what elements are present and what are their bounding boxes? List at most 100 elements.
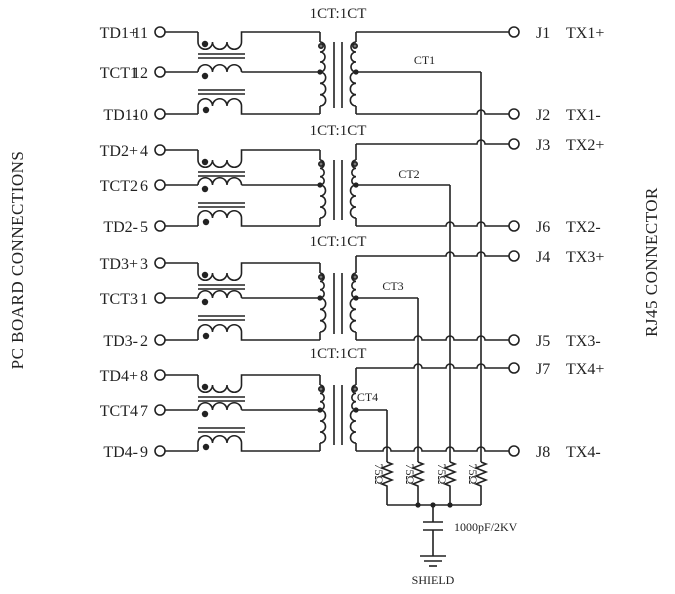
rj45-pin: J6 xyxy=(536,219,550,236)
center-tap-label: CT4 xyxy=(357,390,378,404)
pc-pin-number: 5 xyxy=(140,219,148,236)
termination-resistor xyxy=(410,461,426,505)
polarity-dot xyxy=(201,271,209,279)
secondary-winding-lower xyxy=(349,297,357,333)
secondary-winding-lower xyxy=(349,184,357,219)
turns-ratio-label: 1CT:1CT xyxy=(310,234,367,250)
primary-winding-upper xyxy=(319,41,326,73)
polarity-dot xyxy=(202,218,210,226)
pin-terminal xyxy=(154,369,166,381)
pc-pin-name: TCT4 xyxy=(100,403,138,420)
shield-label: SHIELD xyxy=(412,573,455,587)
primary-winding-upper xyxy=(319,159,325,186)
tx-minus-wire xyxy=(356,109,509,115)
tx-minus-wire xyxy=(356,335,509,341)
polarity-dot xyxy=(317,273,324,280)
polarity-dot xyxy=(317,42,324,49)
choke-out xyxy=(240,149,320,160)
polarity-dot xyxy=(351,161,358,168)
primary-winding-upper xyxy=(319,384,325,411)
pc-pin-name: TD1- xyxy=(103,107,138,124)
polarity-dot xyxy=(202,106,210,114)
polarity-dot xyxy=(201,298,209,306)
pc-pin-name: TCT3 xyxy=(100,291,138,308)
rj45-signal: TX3- xyxy=(566,333,601,350)
polarity-dot xyxy=(201,72,209,80)
rj45-terminal xyxy=(508,108,520,120)
secondary-winding-upper xyxy=(351,159,357,186)
primary-winding-upper xyxy=(319,272,325,299)
resistor-label: 75Ω xyxy=(466,464,480,485)
polarity-dot xyxy=(351,273,358,280)
pc-pin-name: TD4+ xyxy=(100,368,138,385)
rj45-terminal xyxy=(508,445,520,457)
center-tap-node xyxy=(317,69,323,75)
polarity-dot xyxy=(201,383,209,391)
rj45-signal: TX4- xyxy=(566,444,601,461)
choke-winding-bot xyxy=(197,210,243,219)
pc-pin-number: 8 xyxy=(140,368,148,385)
primary-winding-lower xyxy=(319,409,327,444)
rj45-pin: J3 xyxy=(536,137,550,154)
polarity-dot xyxy=(202,332,210,340)
primary-winding-lower xyxy=(319,71,327,107)
polarity-dot xyxy=(317,161,324,168)
pin-terminal xyxy=(154,445,166,457)
tx-plus-wire xyxy=(356,251,509,257)
termination-resistor xyxy=(379,461,395,505)
polarity-dot xyxy=(317,385,324,392)
pc-pin-number: 3 xyxy=(140,256,148,273)
pin-terminal xyxy=(154,144,166,156)
pin-terminal xyxy=(154,220,166,232)
choke-out xyxy=(240,332,320,341)
secondary-winding-lower xyxy=(349,409,357,444)
pc-pin-number: 7 xyxy=(140,403,148,420)
rj45-terminal xyxy=(508,250,520,262)
pin-terminal xyxy=(154,108,166,120)
pin-terminal xyxy=(154,66,166,78)
pc-pin-number: 2 xyxy=(140,333,148,350)
pc-pin-name: TD1+ xyxy=(100,25,138,42)
pc-pin-number: 1 xyxy=(140,291,148,308)
resistor-label: 75Ω xyxy=(372,464,386,485)
choke-winding-top xyxy=(197,384,243,393)
center-tap-label: CT1 xyxy=(414,53,435,67)
polarity-dot xyxy=(201,40,209,48)
tx-plus-wire xyxy=(356,363,509,369)
rj45-signal: TX1+ xyxy=(566,25,604,42)
choke-out xyxy=(240,262,320,273)
pc-pin-number: 10 xyxy=(132,107,148,124)
polarity-dot xyxy=(201,185,209,193)
choke-out xyxy=(240,31,320,42)
choke-winding-mid xyxy=(197,290,243,299)
choke-winding-mid xyxy=(197,64,243,73)
termination-resistor xyxy=(442,461,458,505)
resistor-label: 75Ω xyxy=(435,464,449,485)
pin-terminal xyxy=(154,257,166,269)
rj45-terminal xyxy=(508,362,520,374)
rj45-signal: TX2- xyxy=(566,219,601,236)
choke-winding-mid xyxy=(197,177,243,186)
polarity-dot xyxy=(351,385,358,392)
center-tap-node xyxy=(317,407,323,413)
rj45-signal: TX2+ xyxy=(566,137,604,154)
secondary-winding-upper xyxy=(351,384,357,411)
primary-winding-lower xyxy=(319,184,327,219)
termination-resistor xyxy=(473,461,489,505)
pc-pin-number: 9 xyxy=(140,444,148,461)
pc-pin-name: TD2- xyxy=(103,219,138,236)
pc-pin-number: 6 xyxy=(140,178,148,195)
primary-winding-lower xyxy=(319,297,327,333)
junction-node xyxy=(447,502,453,508)
capacitor-label: 1000pF/2KV xyxy=(454,520,518,534)
secondary-winding-upper xyxy=(351,272,357,299)
choke-out xyxy=(240,374,320,385)
pin-terminal xyxy=(154,334,166,346)
polarity-dot xyxy=(351,42,358,49)
tx-minus-wire xyxy=(356,446,509,452)
turns-ratio-label: 1CT:1CT xyxy=(310,6,367,22)
